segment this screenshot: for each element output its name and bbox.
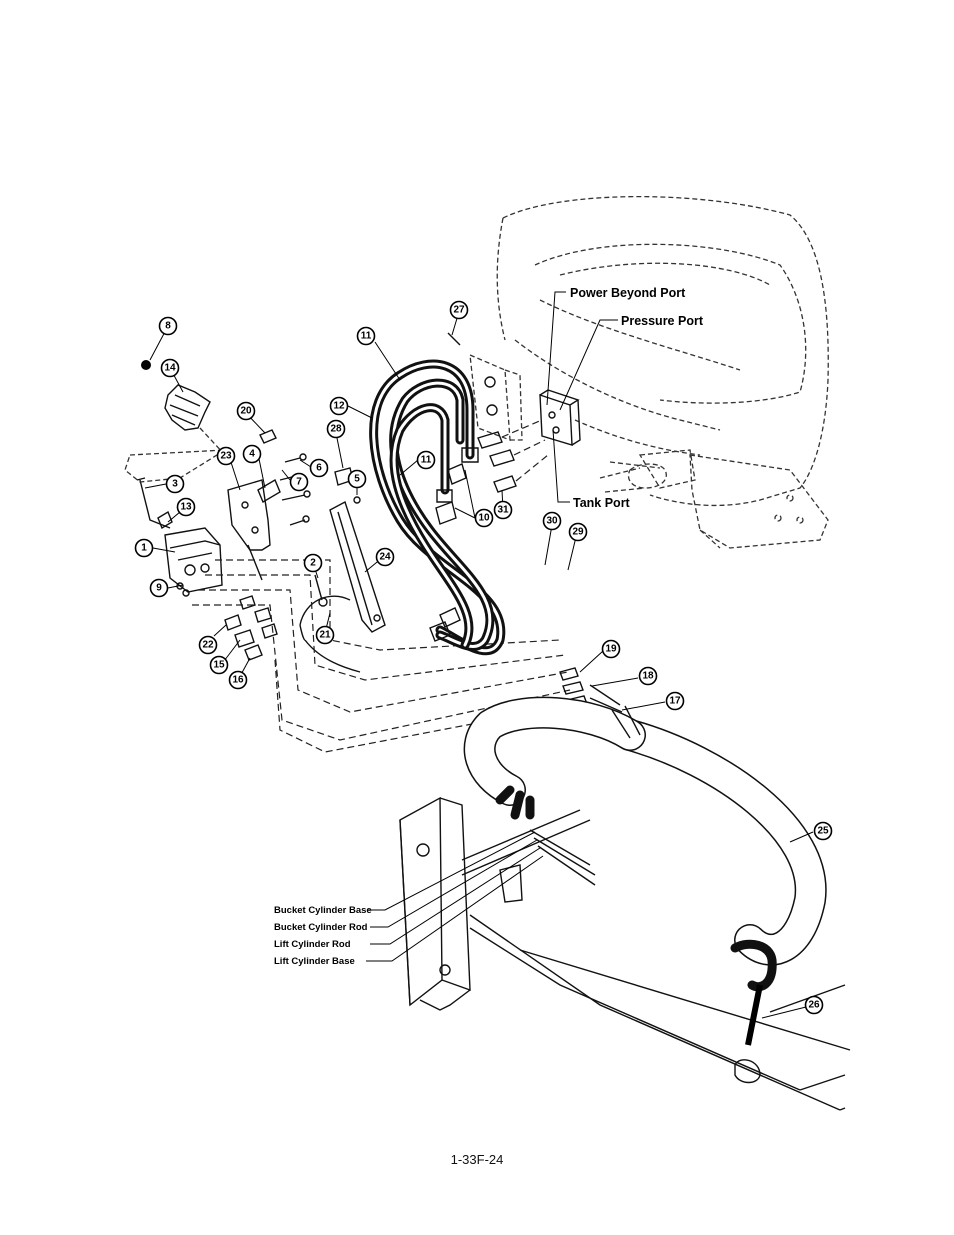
svg-text:24: 24	[379, 552, 391, 563]
svg-text:1: 1	[141, 543, 147, 554]
callout-10: 10	[474, 508, 494, 528]
callout-25: 25	[813, 821, 833, 841]
svg-text:7: 7	[296, 477, 302, 488]
svg-text:29: 29	[572, 527, 584, 538]
bracket-plate	[227, 479, 271, 581]
svg-text:16: 16	[232, 675, 244, 686]
callout-3: 3	[165, 474, 185, 494]
callout-leaders	[144, 314, 814, 1019]
page-number: 1-33F-24	[450, 1152, 504, 1167]
lever-guide-outline	[124, 449, 226, 483]
port-label-leaders	[546, 291, 618, 503]
port-block	[539, 389, 581, 446]
callout-30: 30	[542, 511, 562, 531]
mount-bracket	[447, 332, 523, 441]
svg-text:11: 11	[361, 331, 372, 342]
dashed-hydraulic-lines	[192, 559, 573, 753]
callout-31: 31	[493, 500, 513, 520]
cylinder-label-leaders	[366, 831, 544, 962]
callout-11-top: 11	[356, 326, 376, 346]
small-hardware	[257, 429, 361, 607]
callout-27: 27	[449, 300, 469, 320]
svg-text:30: 30	[546, 516, 558, 527]
callout-15: 15	[209, 655, 229, 675]
svg-text:6: 6	[316, 463, 322, 474]
tractor-body-outline	[496, 195, 829, 549]
svg-text:27: 27	[453, 305, 465, 316]
callout-11-mid: 11	[416, 450, 436, 470]
callout-16: 16	[228, 670, 248, 690]
svg-text:22: 22	[202, 640, 214, 651]
clamp-strap	[730, 939, 777, 1046]
svg-text:11: 11	[421, 455, 432, 466]
svg-text:5: 5	[354, 474, 360, 485]
label-bucket-cylinder-rod: Bucket Cylinder Rod	[274, 922, 368, 933]
hose-sleeve	[463, 696, 827, 966]
svg-text:25: 25	[817, 826, 829, 837]
callout-1: 1	[134, 538, 154, 558]
svg-text:8: 8	[165, 321, 171, 332]
callout-2: 2	[303, 553, 323, 573]
callout-26: 26	[804, 995, 824, 1015]
callout-18: 18	[638, 666, 658, 686]
callout-28: 28	[326, 419, 346, 439]
callout-4: 4	[242, 444, 262, 464]
svg-text:21: 21	[319, 630, 331, 641]
callout-22: 22	[198, 635, 218, 655]
callout-19: 19	[601, 639, 621, 659]
svg-text:31: 31	[497, 505, 509, 516]
strap	[299, 595, 361, 673]
callout-12: 12	[329, 396, 349, 416]
label-lift-cylinder-base: Lift Cylinder Base	[274, 956, 355, 967]
label-tank-port: Tank Port	[573, 496, 631, 510]
callout-21: 21	[315, 625, 335, 645]
svg-text:10: 10	[478, 513, 490, 524]
loader-frame	[399, 796, 851, 1111]
svg-text:9: 9	[156, 583, 162, 594]
callout-8: 8	[158, 316, 178, 336]
callouts: 8 14 3 13 1 9 22 15 16 23 4 20 7 6 2 5 2…	[134, 300, 833, 1015]
callout-13: 13	[176, 497, 196, 517]
svg-text:17: 17	[669, 696, 681, 707]
callout-17: 17	[665, 691, 685, 711]
callout-23: 23	[216, 446, 236, 466]
lever-knob	[141, 360, 151, 370]
callout-6: 6	[309, 458, 329, 478]
svg-text:4: 4	[249, 449, 255, 460]
callout-5: 5	[347, 469, 367, 489]
svg-text:14: 14	[164, 363, 176, 374]
svg-text:28: 28	[330, 424, 342, 435]
lever-boot	[164, 384, 226, 456]
loader-hose-ends	[495, 785, 596, 886]
callout-9: 9	[149, 578, 169, 598]
svg-text:18: 18	[642, 671, 654, 682]
callout-14: 14	[160, 358, 180, 378]
svg-text:3: 3	[172, 479, 178, 490]
svg-text:23: 23	[220, 451, 232, 462]
callout-24: 24	[375, 547, 395, 567]
svg-text:20: 20	[240, 406, 252, 417]
control-valve	[136, 477, 223, 597]
port-fittings	[435, 419, 549, 525]
pivot-shaft	[599, 463, 667, 493]
callout-29: 29	[568, 522, 588, 542]
coiled-hoses	[369, 359, 506, 656]
label-bucket-cylinder-base: Bucket Cylinder Base	[274, 905, 372, 916]
label-power-beyond-port: Power Beyond Port	[570, 286, 686, 300]
svg-text:2: 2	[310, 558, 316, 569]
label-pressure-port: Pressure Port	[621, 314, 704, 328]
svg-text:19: 19	[605, 644, 617, 655]
callout-7: 7	[289, 472, 309, 492]
svg-text:13: 13	[180, 502, 192, 513]
callout-20: 20	[236, 401, 256, 421]
label-lift-cylinder-rod: Lift Cylinder Rod	[274, 939, 351, 950]
svg-text:26: 26	[808, 1000, 820, 1011]
svg-text:12: 12	[333, 401, 345, 412]
svg-text:15: 15	[213, 660, 225, 671]
